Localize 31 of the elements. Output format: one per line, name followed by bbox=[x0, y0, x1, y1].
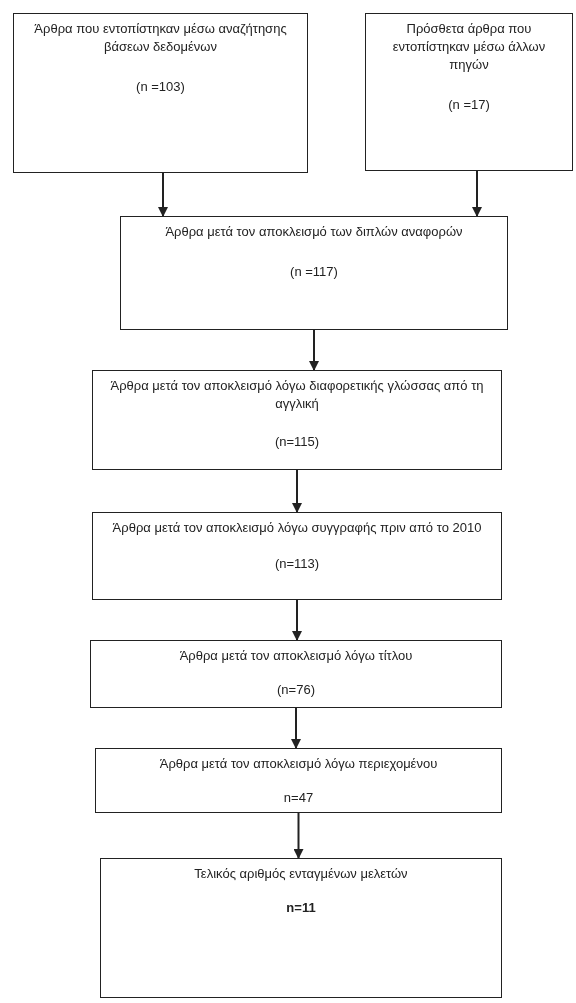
arrow bbox=[293, 812, 304, 859]
box-text: Άρθρα μετά τον αποκλεισμό λόγω συγγραφής πριν από το 2010 bbox=[112, 519, 482, 537]
box-text: Άρθρα μετά τον αποκλεισμό λόγω περιεχομένου bbox=[159, 755, 438, 773]
box-text: Τελικός αριθμός ενταγμένων μελετών bbox=[194, 865, 408, 883]
arrow bbox=[472, 170, 482, 217]
process-box bbox=[120, 216, 508, 330]
box-text: (n =117) bbox=[290, 263, 338, 281]
box-text: (n =17) bbox=[448, 96, 490, 114]
box-text: Άρθρα μετά τον αποκλεισμό των διπλών αναφορών bbox=[165, 223, 463, 241]
process-box bbox=[90, 640, 502, 708]
box-text: (n=113) bbox=[274, 555, 320, 573]
arrow bbox=[291, 707, 301, 749]
process-box bbox=[365, 13, 573, 171]
arrow bbox=[292, 469, 302, 513]
box-text: Άρθρα μετά τον αποκλεισμό λόγω τίτλου bbox=[179, 647, 413, 665]
process-box bbox=[92, 512, 502, 600]
arrow bbox=[309, 329, 319, 371]
arrow bbox=[158, 172, 168, 217]
arrow bbox=[292, 599, 302, 641]
box-text: n=47 bbox=[283, 789, 314, 807]
box-text: Άρθρα που εντοπίστηκαν μέσω αναζήτησης βάσεων δεδομένων bbox=[33, 20, 288, 56]
process-box bbox=[13, 13, 308, 173]
box-text: (n =103) bbox=[136, 78, 185, 96]
box-text: n=11 bbox=[286, 899, 316, 917]
box-text: (n=115) bbox=[274, 433, 320, 451]
process-box bbox=[95, 748, 502, 813]
box-text: Άρθρα μετά τον αποκλεισμό λόγω διαφορετικής γλώσσας από τη αγγλική bbox=[109, 377, 485, 413]
process-box bbox=[92, 370, 502, 470]
box-text: Πρόσθετα άρθρα που εντοπίστηκαν μέσω άλλων πηγών bbox=[391, 20, 547, 74]
process-box bbox=[100, 858, 502, 998]
box-text: (n=76) bbox=[277, 681, 315, 699]
